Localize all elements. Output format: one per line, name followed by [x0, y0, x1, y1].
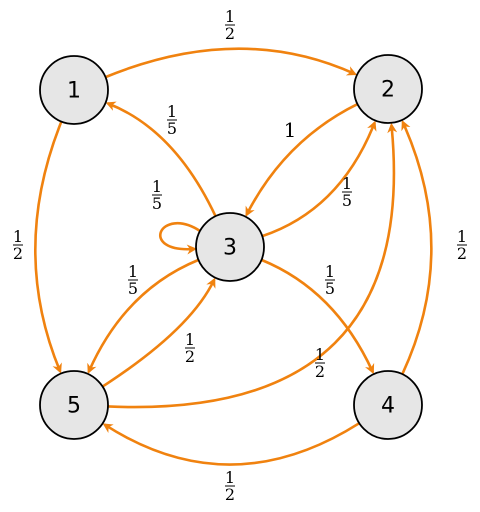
node-circle	[39, 370, 109, 440]
weight-numerator: 1	[167, 102, 177, 121]
weight-numerator: 1	[325, 262, 335, 281]
edge-weight-label: 12	[225, 7, 235, 43]
weight-denominator: 5	[167, 119, 177, 138]
edge-weight-label: 12	[315, 345, 325, 381]
edge-weight-label: 1	[284, 118, 297, 142]
node-2: 2	[353, 54, 423, 124]
edges-layer	[34, 47, 433, 466]
edge-5-to-2	[106, 122, 398, 409]
edge-4-to-5	[102, 421, 361, 466]
weight-denominator: 5	[325, 279, 335, 298]
node-1: 1	[39, 55, 109, 125]
weight-numerator: 1	[342, 174, 352, 193]
node-label: 5	[67, 394, 81, 419]
weight-denominator: 2	[315, 362, 325, 381]
weight-numerator: 1	[225, 468, 235, 487]
node-circle	[195, 212, 265, 282]
node-circle	[353, 54, 423, 124]
weight-denominator: 2	[185, 347, 195, 366]
node-label: 2	[381, 78, 395, 103]
edge-weight-label: 15	[167, 102, 177, 138]
node-circle	[39, 55, 109, 125]
edge-3-to-3	[159, 221, 202, 255]
edge-2-to-3	[245, 102, 359, 217]
weight-numerator: 1	[13, 227, 23, 246]
node-label: 3	[223, 236, 237, 261]
node-3: 3	[195, 212, 265, 282]
edge-weight-label: 12	[457, 227, 467, 263]
edge-weight-label: 15	[128, 262, 138, 298]
edge-1-to-2	[104, 47, 358, 79]
node-label: 1	[67, 79, 81, 104]
edge-weight-label: 12	[185, 330, 195, 366]
edge-5-to-3	[101, 277, 216, 388]
edge-3-to-1	[105, 101, 217, 218]
weight-numerator: 1	[225, 7, 235, 26]
node-circle	[353, 370, 423, 440]
weight-denominator: 5	[128, 279, 138, 298]
edge-weight-label: 15	[325, 262, 335, 298]
edge-3-to-2	[260, 120, 377, 238]
weight-denominator: 2	[225, 485, 235, 504]
weight-denominator: 5	[152, 194, 162, 213]
edge-3-to-5	[87, 258, 200, 374]
weight-numerator: 1	[152, 177, 162, 196]
node-label: 4	[381, 394, 395, 419]
edge-weight-label: 12	[13, 227, 23, 263]
weight-value: 1	[284, 118, 297, 142]
weight-denominator: 5	[342, 191, 352, 210]
node-4: 4	[353, 370, 423, 440]
node-5: 5	[39, 370, 109, 440]
edge-3-to-4	[260, 258, 375, 375]
weight-numerator: 1	[457, 227, 467, 246]
weight-denominator: 2	[225, 24, 235, 43]
weight-numerator: 1	[185, 330, 195, 349]
edge-weight-label: 12	[225, 468, 235, 504]
edge-4-to-2	[401, 120, 433, 376]
weight-numerator: 1	[128, 262, 138, 281]
edge-weight-label: 15	[152, 177, 162, 213]
weight-denominator: 2	[13, 244, 23, 263]
weight-denominator: 2	[457, 244, 467, 263]
edge-weight-label: 15	[342, 174, 352, 210]
edge-1-to-5	[34, 120, 63, 374]
weight-numerator: 1	[315, 345, 325, 364]
